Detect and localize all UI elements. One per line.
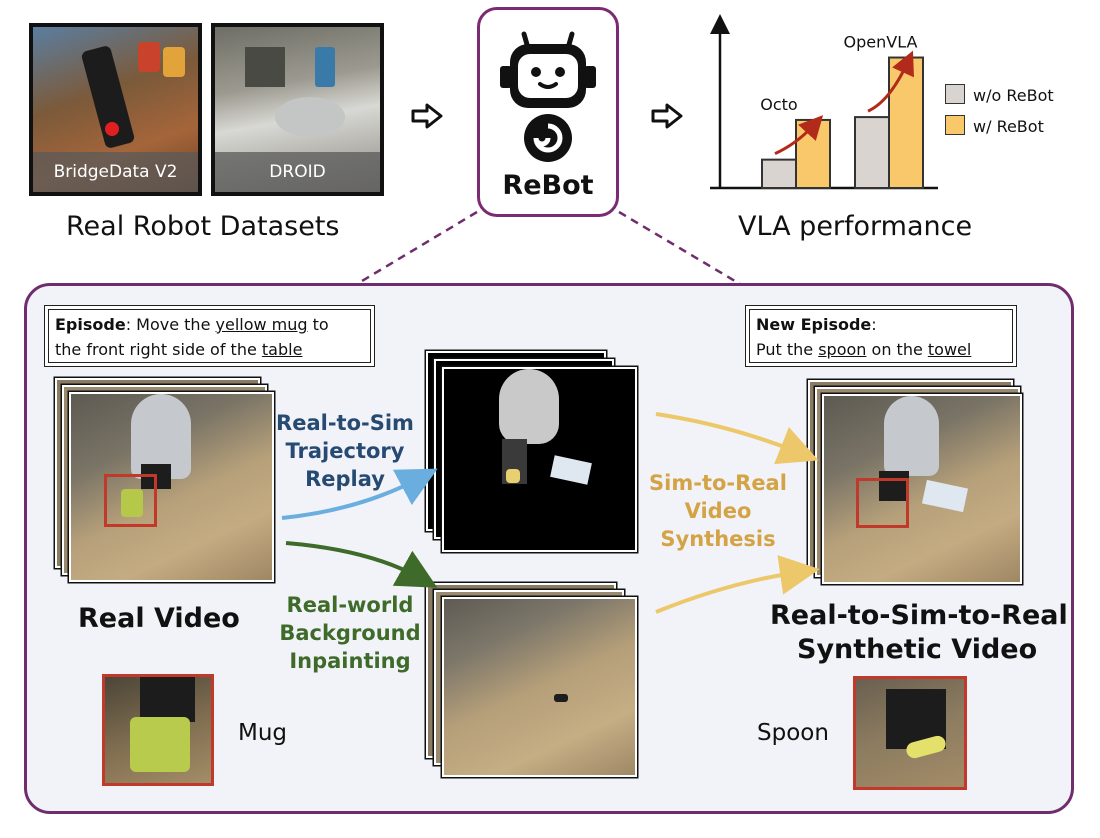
legend-item-without: w/o ReBot	[945, 84, 1054, 105]
legend-item-with: w/ ReBot	[945, 115, 1044, 136]
vla-performance-chart: Octo OpenVLA	[710, 14, 938, 190]
robot-icon	[500, 31, 596, 162]
improvement-arrow-octo	[774, 115, 824, 156]
real-to-sim-label: Real-to-Sim Trajectory Replay	[270, 409, 420, 493]
new-episode-place: towel	[927, 340, 972, 359]
mug-crop-box	[104, 474, 157, 527]
episode-object: yellow mug	[215, 315, 308, 334]
new-episode-colon: :	[871, 315, 877, 334]
real-to-sim-line1: Real-to-Sim	[276, 411, 414, 435]
legend-label-without: w/o ReBot	[973, 86, 1054, 105]
inpainting-line2: Background	[279, 621, 421, 645]
sim-frame	[442, 367, 637, 552]
mug-crop-image	[102, 674, 214, 786]
sim-to-real-line1: Sim-to-Real	[649, 471, 787, 495]
real-video-frame	[69, 392, 274, 582]
episode-text-a: : Move the	[125, 315, 216, 334]
rebot-title: ReBot	[502, 170, 594, 201]
dashed-connector	[356, 210, 741, 286]
episode-place: table	[261, 340, 303, 359]
inpainting-line3: Inpainting	[289, 649, 411, 673]
spoon-crop-box	[856, 478, 909, 528]
spoon-crop-image	[853, 676, 967, 790]
bar-octo-without	[761, 158, 797, 190]
bar-label-openvla: OpenVLA	[844, 33, 918, 52]
sim-to-real-line2: Video	[684, 499, 752, 523]
episode-box: Episode: Move the yellow mug to the fron…	[44, 305, 375, 367]
bridgedata-label: BridgeData V2	[33, 152, 198, 192]
droid-label: DROID	[215, 152, 380, 192]
new-episode-box: New Episode: Put the spoon on the towel	[745, 305, 1017, 367]
real-to-sim-line2: Trajectory	[285, 439, 405, 463]
inpainting-line1: Real-world	[286, 593, 414, 617]
datasets-caption: Real Robot Datasets	[66, 211, 340, 242]
new-episode-object: spoon	[818, 340, 867, 359]
arrow-right-icon	[411, 103, 443, 129]
new-episode-text-a: Put the	[756, 340, 819, 359]
synthetic-video-label-line2: Synthetic Video	[797, 634, 1038, 665]
bridgedata-thumbnail: BridgeData V2	[29, 23, 202, 196]
new-episode-text-b: on the	[866, 340, 928, 359]
synthetic-frame	[822, 394, 1022, 584]
legend-swatch-without	[945, 84, 965, 104]
real-video-label: Real Video	[78, 603, 240, 634]
episode-label: Episode	[55, 315, 126, 334]
spoon-label: Spoon	[757, 720, 829, 746]
bar-openvla-with	[888, 56, 924, 190]
legend-swatch-with	[945, 115, 965, 135]
droid-thumbnail: DROID	[211, 23, 384, 196]
sim-to-real-line3: Synthesis	[660, 527, 776, 551]
episode-text-b: to	[307, 315, 329, 334]
synthetic-video-label-line1: Real-to-Sim-to-Real	[770, 600, 1068, 631]
sim-to-real-label: Sim-to-Real Video Synthesis	[643, 469, 793, 553]
inpainting-label: Real-world Background Inpainting	[275, 591, 425, 675]
inpaint-frame	[442, 597, 637, 777]
legend-label-with: w/ ReBot	[973, 117, 1044, 136]
performance-caption: VLA performance	[738, 211, 973, 242]
episode-text-c: the front right side of the	[55, 340, 262, 359]
bar-openvla-without	[854, 116, 890, 189]
rebot-box: ReBot	[477, 7, 619, 217]
new-episode-label: New Episode	[756, 315, 872, 334]
bar-label-octo: Octo	[760, 95, 797, 114]
arrow-right-icon	[651, 103, 683, 129]
real-to-sim-line3: Replay	[305, 467, 385, 491]
improvement-arrow-openvla	[867, 50, 914, 113]
mug-label: Mug	[238, 720, 288, 746]
